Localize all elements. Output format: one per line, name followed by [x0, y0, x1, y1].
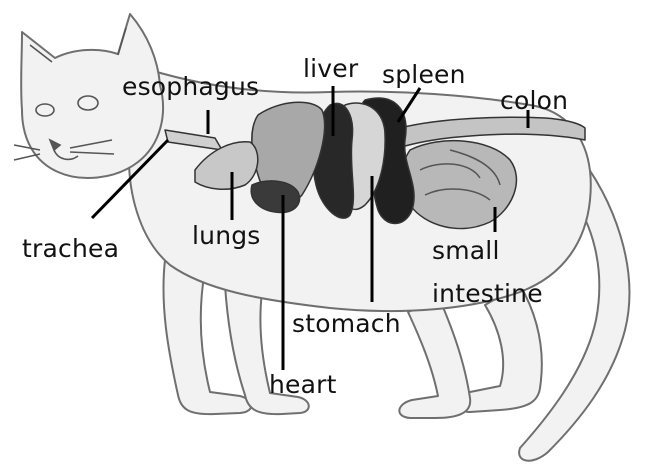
- label-heart: heart: [269, 372, 337, 397]
- label-intestine: intestine: [432, 281, 543, 306]
- label-trachea: trachea: [22, 236, 119, 261]
- label-esophagus: esophagus: [122, 74, 259, 99]
- label-colon: colon: [500, 88, 568, 113]
- label-lungs: lungs: [192, 223, 261, 248]
- label-liver: liver: [303, 56, 358, 81]
- label-spleen: spleen: [382, 62, 466, 87]
- label-stomach: stomach: [292, 311, 401, 336]
- label-small: small: [432, 238, 500, 263]
- cat-hind-leg-front: [399, 300, 470, 418]
